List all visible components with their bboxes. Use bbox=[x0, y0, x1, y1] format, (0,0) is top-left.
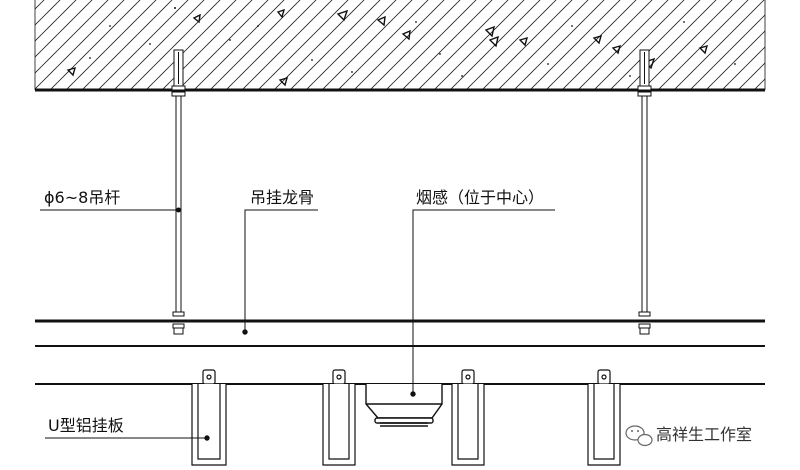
smoke-leader bbox=[412, 209, 555, 394]
keel-leader bbox=[244, 209, 318, 332]
u-aluminium-panels bbox=[191, 369, 621, 466]
panel-label: U型铝挂板 bbox=[48, 416, 124, 435]
smoke-detector bbox=[365, 384, 443, 427]
watermark-text: 高祥生工作室 bbox=[656, 425, 752, 444]
hanger-rod-left bbox=[171, 49, 186, 335]
watermark: 高祥生工作室 bbox=[625, 425, 752, 447]
smoke-detector-label: 烟感（位于中心） bbox=[416, 188, 544, 207]
wechat-icon bbox=[625, 425, 653, 447]
u-panel-4 bbox=[587, 369, 621, 466]
u-panel-3 bbox=[451, 369, 485, 466]
suspension-keel bbox=[35, 319, 765, 385]
keel-label: 吊挂龙骨 bbox=[250, 188, 314, 207]
u-panel-2 bbox=[322, 369, 356, 466]
rod-label: ϕ6~8吊杆 bbox=[44, 188, 120, 207]
concrete-slab bbox=[34, 0, 766, 90]
hanger-rod-right bbox=[637, 49, 652, 335]
callouts bbox=[40, 207, 555, 441]
u-panel-1 bbox=[191, 369, 227, 466]
